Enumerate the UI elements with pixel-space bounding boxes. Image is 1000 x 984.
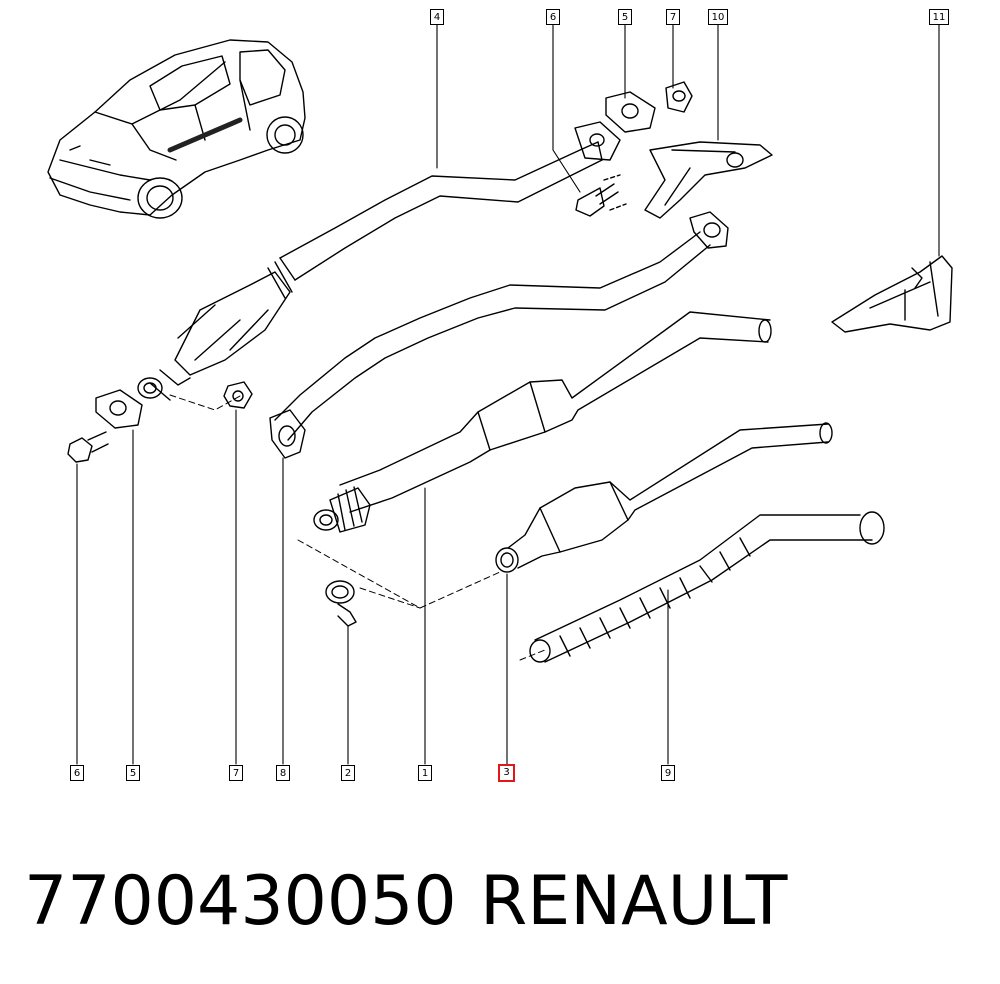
bracket-11 [831, 255, 953, 333]
gasket-5-lower [95, 389, 143, 429]
callout-5-bottom: 5 [126, 765, 140, 781]
upper-gaskets [575, 81, 693, 217]
nut-7-lower [223, 381, 253, 409]
pipe-8 [269, 211, 729, 459]
catalytic-converter-3 [495, 422, 833, 573]
callout-6-bottom: 6 [70, 765, 84, 781]
callout-5-top: 5 [618, 9, 632, 25]
leader-lines [76, 24, 940, 765]
car-illustration [47, 39, 306, 219]
part-number: 7700430050 [24, 862, 457, 941]
assembled-exhaust-line [137, 121, 621, 401]
dashed-guides [169, 394, 546, 661]
callout-3-highlighted: 3 [498, 764, 515, 782]
callout-6-top: 6 [546, 9, 560, 25]
callout-2-bottom: 2 [341, 765, 355, 781]
callout-9-bottom: 9 [661, 765, 675, 781]
bolt-6-lower [67, 431, 109, 463]
callout-1-bottom: 1 [418, 765, 432, 781]
brand-name: RENAULT [480, 862, 788, 941]
callout-7-top: 7 [666, 9, 680, 25]
clamp-2 [325, 580, 357, 627]
callout-7-bottom: 7 [229, 765, 243, 781]
catalytic-pipe-1 [313, 311, 772, 533]
callout-8-bottom: 8 [276, 765, 290, 781]
callout-11-top: 11 [929, 9, 949, 25]
callout-10-top: 10 [708, 9, 728, 25]
bracket-10 [644, 141, 773, 219]
callout-4-top: 4 [430, 9, 444, 25]
pipe-9 [529, 511, 885, 663]
